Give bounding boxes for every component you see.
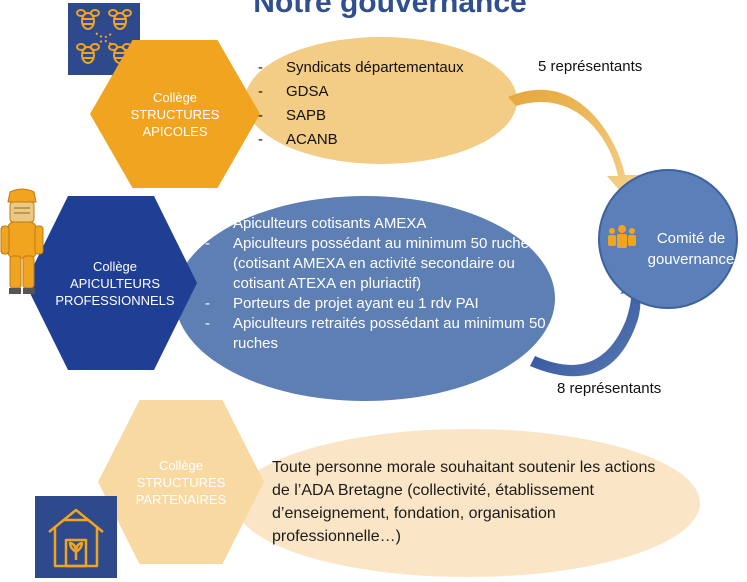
arrow-structures-to-comite <box>508 89 640 198</box>
hex-label-line: APICULTEURS <box>69 275 161 291</box>
list-item: GDSA <box>258 80 520 104</box>
list-item: Porteurs de projet ayant eu 1 rdv PAI <box>205 294 550 314</box>
arrow-apiculteurs-to-comite <box>530 274 650 377</box>
college-structures-apicoles-hexagon: Collège STRUCTURES APICOLES <box>90 40 260 188</box>
list-item: ACANB <box>258 128 520 152</box>
hex-label-line: PARTENAIRES <box>135 491 227 507</box>
hex-label-line: STRUCTURES <box>136 474 226 490</box>
hex-label-line: Collège <box>92 258 138 274</box>
college-apiculteurs-hexagon: Collège APICULTEURS PROFESSIONNELS <box>25 196 197 370</box>
list-item: Syndicats départementaux <box>258 56 520 80</box>
structures-apicoles-list: Syndicats départementaux GDSA SAPB ACANB <box>258 56 520 152</box>
apiculteurs-list: Apiculteurs cotisants AMEXA Apiculteurs … <box>205 214 550 354</box>
list-item: Apiculteurs possédant au minimum 50 ruch… <box>205 234 550 294</box>
hex-label-line: STRUCTURES <box>130 106 220 122</box>
representants-label-8: 8 représentants <box>557 380 662 397</box>
hex-label-line: Collège <box>158 457 204 473</box>
representants-label-5: 5 représentants <box>538 58 643 75</box>
hex-label-line: PROFESSIONNELS <box>55 292 175 308</box>
people-icon <box>608 225 636 248</box>
hex-label-line: Collège <box>152 89 198 105</box>
partenaires-description: Toute personne morale souhaitant souteni… <box>272 459 656 545</box>
comite-gouvernance-label: Comité de gouvernance <box>647 230 735 268</box>
hex-label-line: APICOLES <box>142 123 208 139</box>
beekeeper-icon <box>0 188 44 294</box>
list-item: Apiculteurs retraités possédant au minim… <box>205 314 550 354</box>
partenaires-ellipse <box>235 429 700 577</box>
list-item: Apiculteurs cotisants AMEXA <box>205 214 550 234</box>
page-title: Notre gouvernance <box>253 0 527 19</box>
list-item: SAPB <box>258 104 520 128</box>
greenhouse-icon <box>35 496 117 578</box>
